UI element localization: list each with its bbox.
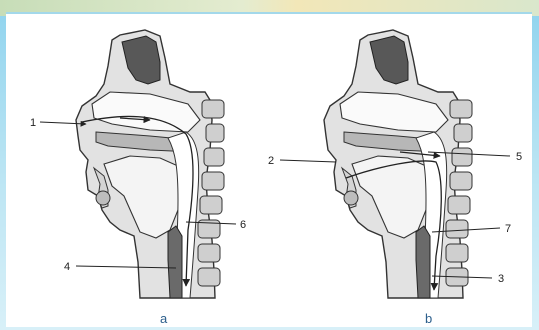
callout-4: 4 (64, 261, 70, 273)
callout-2: 2 (268, 155, 274, 167)
epiglottis-a (168, 226, 182, 298)
callout-line-2 (280, 160, 336, 162)
uvula-b (344, 191, 358, 205)
uvula-a (96, 191, 110, 205)
head-section-a: 1 6 4 a (30, 30, 246, 326)
head-section-b: 2 5 7 3 b (268, 30, 522, 326)
callout-5: 5 (516, 151, 522, 163)
callout-7: 7 (505, 223, 511, 235)
panel-label-b: b (425, 311, 432, 326)
epiglottis-b (416, 226, 430, 298)
panel-label-a: a (160, 311, 168, 326)
callout-6: 6 (240, 219, 246, 231)
callout-1: 1 (30, 117, 36, 129)
callout-3: 3 (498, 273, 504, 285)
